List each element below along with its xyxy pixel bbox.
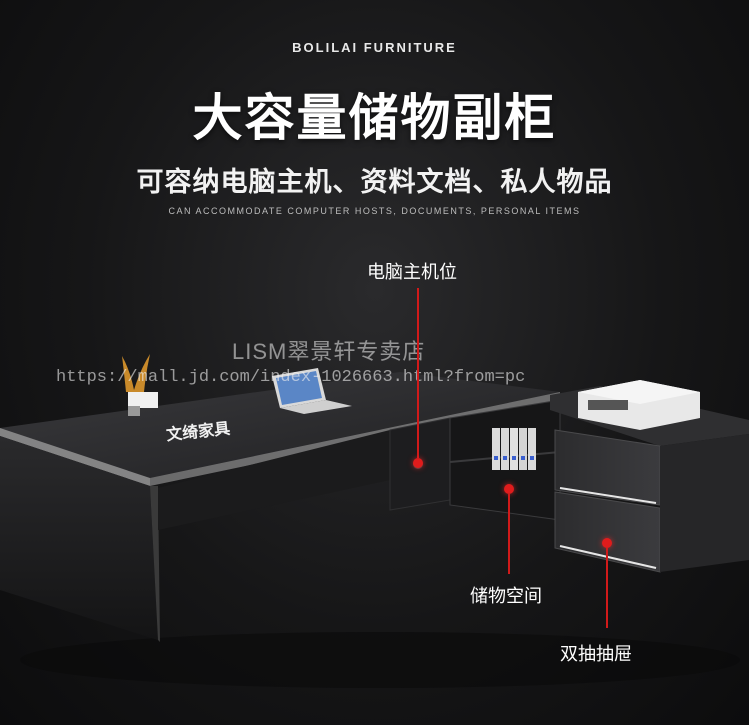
watermark-shop-name: LISM翠景轩专卖店 — [232, 339, 426, 364]
watermark-url: https://mall.jd.com/index-1026663.html?f… — [56, 368, 526, 387]
floor-shadow — [20, 632, 740, 688]
desk-top — [0, 372, 560, 478]
callout-computer-host-dot — [413, 458, 423, 468]
desk-left-panel-front — [150, 486, 160, 642]
callout-drawer-label: 双抽抽屉 — [560, 644, 632, 665]
headline: 大容量储物副柜 — [192, 89, 557, 147]
side-cabinet-side — [660, 434, 749, 572]
binders — [492, 428, 536, 470]
callout-storage-line — [508, 494, 510, 574]
callout-computer-host-line — [417, 288, 419, 458]
desk-top-edge — [0, 428, 150, 486]
drawer-upper — [554, 429, 661, 506]
laptop — [272, 368, 352, 414]
subheadline-english: CAN ACCOMMODATE COMPUTER HOSTS, DOCUMENT… — [168, 206, 581, 216]
desk-modesty-panel — [158, 430, 390, 530]
callout-storage-label: 储物空间 — [470, 586, 542, 607]
printer — [578, 380, 700, 430]
trophy-decoration — [122, 354, 158, 416]
subheadline: 可容纳电脑主机、资料文档、私人物品 — [136, 167, 613, 198]
brand-name: BOLILAI FURNITURE — [292, 40, 457, 55]
callout-drawer-line — [606, 548, 608, 628]
callout-storage-dot — [504, 484, 514, 494]
callout-computer-host-label: 电脑主机位 — [367, 262, 457, 283]
desk-left-panel — [0, 436, 158, 640]
callout-drawer-dot — [602, 538, 612, 548]
